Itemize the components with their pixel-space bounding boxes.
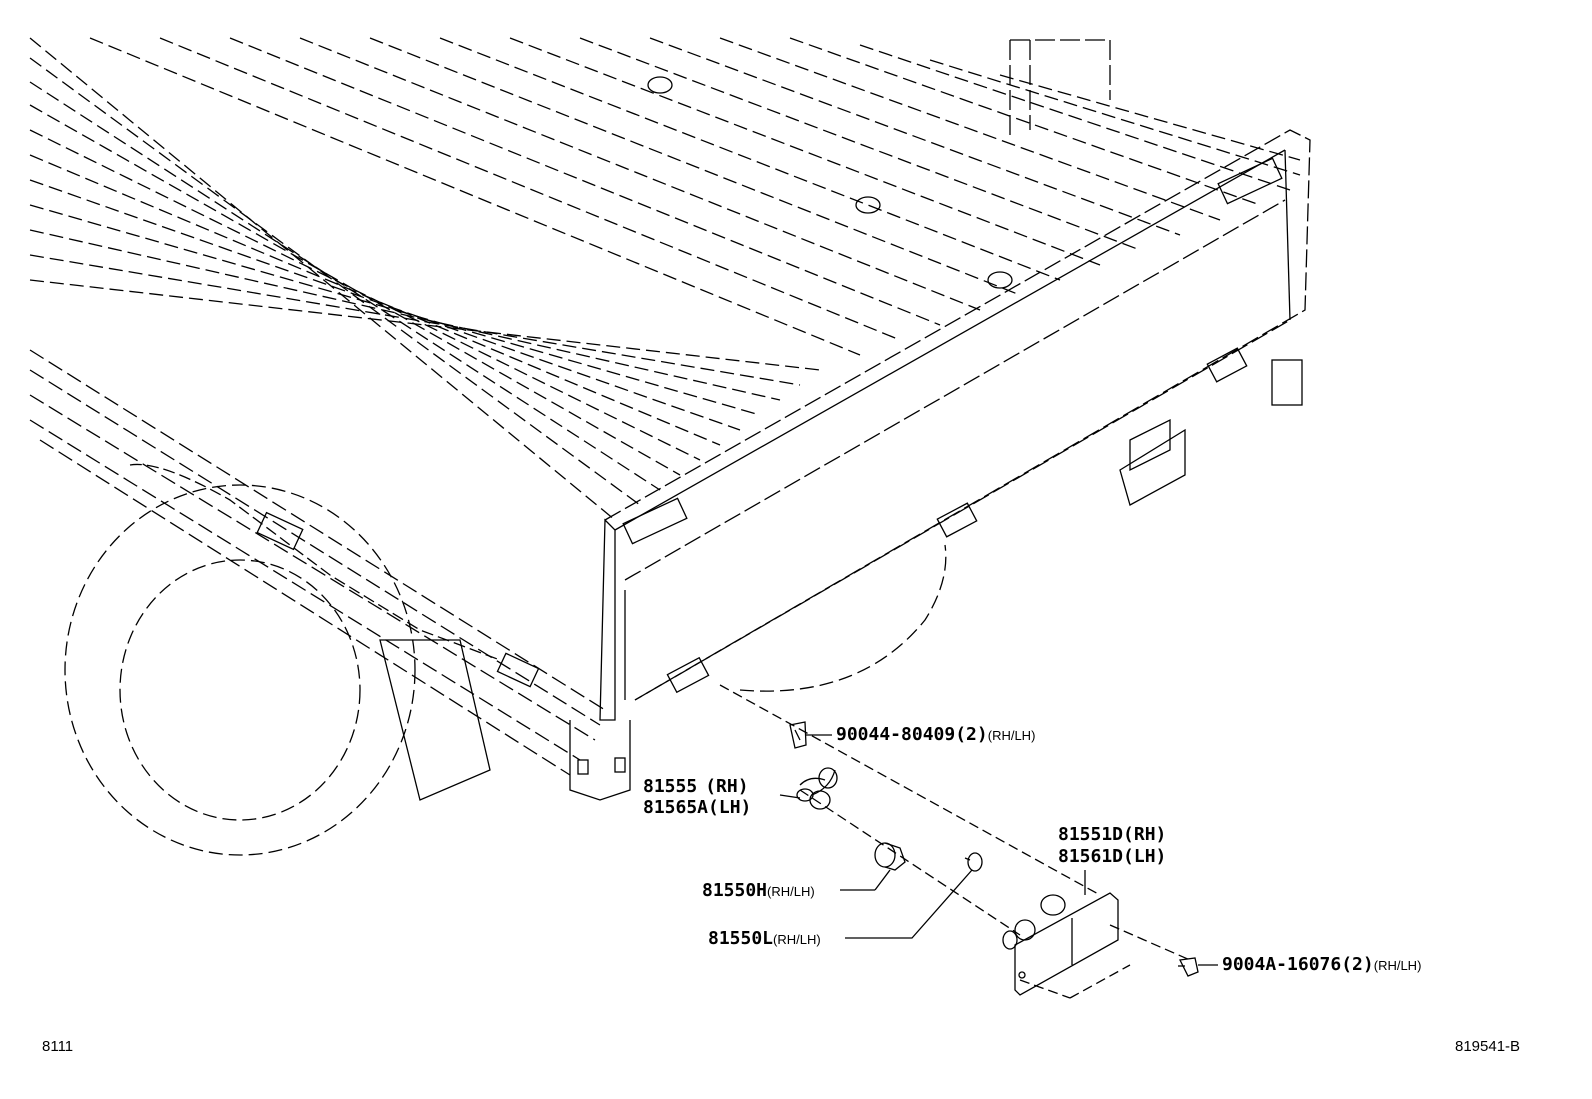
screw-part <box>1178 957 1199 977</box>
part-label-81565A[interactable]: 81565A(LH) <box>643 797 751 818</box>
part-label-9004A-16076[interactable]: 9004A-16076(2)(RH/LH) <box>1222 954 1421 975</box>
part-label-81550L[interactable]: 81550L(RH/LH) <box>708 928 821 949</box>
part-label-81555[interactable]: 81555(RH) <box>643 776 749 797</box>
figure-code: 8111 <box>42 1038 74 1055</box>
hinges <box>256 157 1283 694</box>
leader-81550H <box>874 869 891 891</box>
mud-flap <box>379 639 491 801</box>
part-label-81561D[interactable]: 81561D(LH) <box>1058 846 1166 867</box>
deck-bolts <box>647 76 1013 289</box>
part-label-81551D[interactable]: 81551D(RH) <box>1058 824 1166 845</box>
bulb-socket-part <box>874 842 906 871</box>
illustration-id: 819541-B <box>1455 1038 1521 1055</box>
rear-wheel-arc <box>739 544 947 692</box>
corner-post <box>569 720 631 801</box>
wheel <box>64 484 416 856</box>
part-label-90044-80409[interactable]: 90044-80409(2)(RH/LH) <box>836 724 1035 745</box>
clip-part <box>789 721 807 749</box>
side-gate <box>29 349 606 776</box>
part-label-81550H[interactable]: 81550H(RH/LH) <box>702 880 815 901</box>
explode-lines <box>719 684 1191 999</box>
bulb-part <box>964 852 983 872</box>
socket-wire-part <box>779 767 838 810</box>
mounted-tail-light <box>1119 359 1303 506</box>
lamp-lens-part <box>1002 892 1119 996</box>
tailgate <box>599 39 1311 721</box>
fender-line <box>129 463 501 661</box>
bed-deck <box>29 37 1301 521</box>
leader-81550L <box>845 869 973 939</box>
